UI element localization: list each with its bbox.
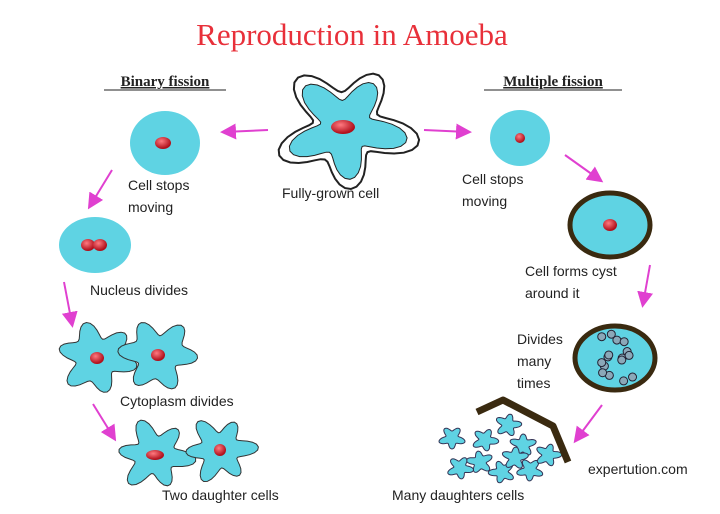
cytoplasm-divides-label: Cytoplasm divides	[120, 393, 234, 409]
daughter-nucleus	[598, 368, 608, 378]
diagram-title: Reproduction in Amoeba	[196, 17, 508, 52]
arrow	[61, 281, 78, 328]
arrow	[220, 123, 269, 140]
cyst-label: around it	[525, 285, 580, 301]
small-daughter-cell	[472, 428, 500, 452]
small-daughter-cell	[496, 413, 523, 436]
nucleus	[331, 120, 355, 134]
daughter-nucleus	[628, 372, 638, 382]
arrows	[61, 123, 653, 444]
ruptured-cyst-wall	[475, 396, 572, 464]
nucleus	[93, 239, 107, 251]
multiple-stage-label: moving	[462, 193, 507, 209]
daughter-nucleus	[606, 329, 616, 339]
many-daughter-cells-label: Many daughters cells	[392, 487, 524, 503]
binary-stage-label: Cell stops	[128, 177, 189, 193]
divides-label: Divides	[517, 331, 563, 347]
watermark: expertution.com	[588, 461, 688, 477]
cells-layer	[58, 72, 658, 487]
cyst-label: Cell forms cyst	[525, 263, 617, 279]
nucleus-divides-label: Nucleus divides	[90, 282, 188, 298]
arrow	[573, 404, 603, 444]
multiple-fission-heading: Multiple fission	[503, 74, 603, 90]
small-daughter-cell	[501, 446, 529, 469]
divides-label: times	[517, 375, 550, 391]
daughter-nucleus	[624, 350, 634, 360]
nucleus	[155, 137, 171, 149]
nucleus	[81, 239, 95, 251]
daughter-nucleus	[619, 376, 629, 386]
two-daughter-cells-label: Two daughter cells	[162, 487, 279, 503]
small-daughter-cell	[536, 443, 563, 467]
nucleus	[515, 133, 525, 143]
binary-stage-label: moving	[128, 199, 173, 215]
arrow	[637, 264, 653, 308]
daughter-nucleus	[597, 332, 607, 342]
nucleus	[603, 219, 617, 231]
nucleus	[151, 349, 165, 361]
small-daughter-cell	[447, 457, 475, 480]
small-daughter-cell	[438, 427, 466, 450]
arrow	[92, 403, 117, 442]
arrow	[564, 154, 604, 183]
arrow	[423, 123, 472, 140]
nucleus	[90, 352, 104, 364]
multiple-stage-label: Cell stops	[462, 171, 523, 187]
nucleus	[214, 444, 226, 456]
daughter-nucleus	[597, 358, 607, 368]
fully-grown-cell-label: Fully-grown cell	[282, 185, 379, 201]
divides-label: many	[517, 353, 551, 369]
arrow	[87, 169, 113, 210]
daughter-nucleus	[619, 337, 629, 347]
daughter-nucleus	[604, 350, 614, 360]
nucleus	[146, 450, 164, 460]
daughter-nucleus	[617, 355, 627, 365]
binary-fission-heading: Binary fission	[121, 74, 210, 90]
small-daughter-cell	[516, 459, 544, 482]
